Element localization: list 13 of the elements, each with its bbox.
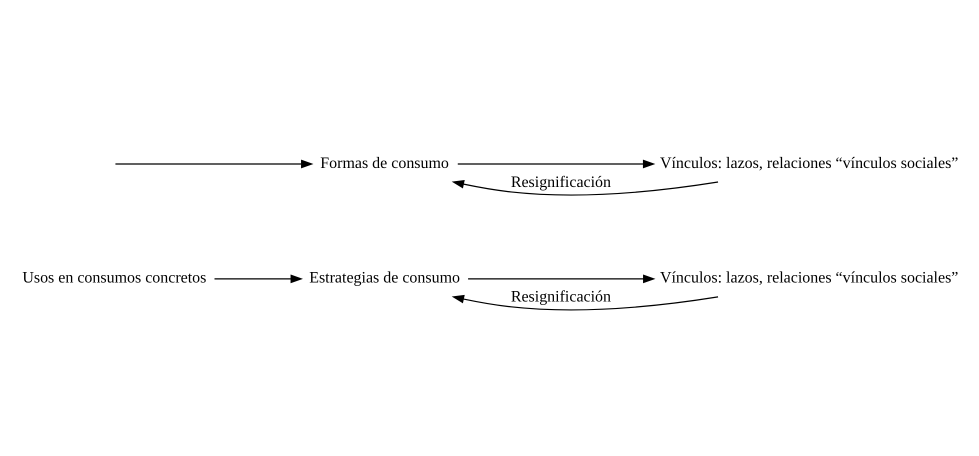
arrow xyxy=(214,274,303,284)
edge-label: Resignificación xyxy=(510,288,612,306)
node-text: Estrategias de consumo xyxy=(309,270,460,287)
node-text: Formas de consumo xyxy=(320,154,449,172)
node-text: Vínculos: lazos, relaciones “vínculos sociales” xyxy=(660,270,958,287)
edge-label: Resignificación xyxy=(510,174,612,191)
arrow xyxy=(458,160,656,168)
node-text: Vínculos: lazos, relaciones “vínculos sociales” xyxy=(660,154,958,172)
arrow xyxy=(452,180,718,196)
arrow xyxy=(452,294,718,310)
arrow xyxy=(115,160,314,168)
node-text: Usos en consumos concretos xyxy=(22,270,206,287)
arrow xyxy=(468,274,656,284)
